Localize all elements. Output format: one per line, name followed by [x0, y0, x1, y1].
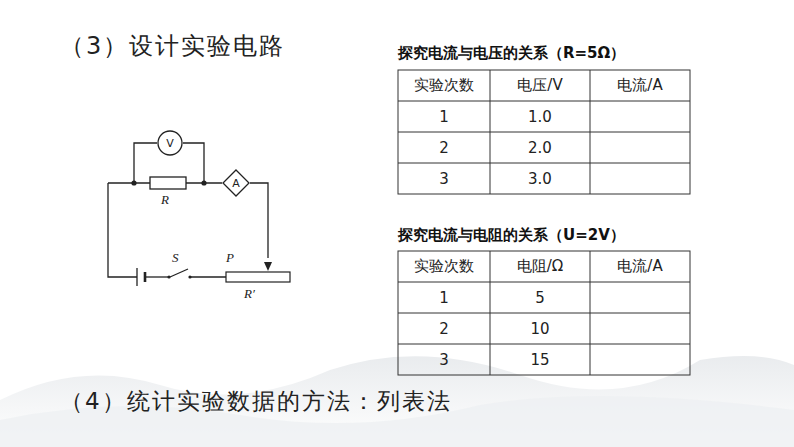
table-cell: 5: [490, 282, 590, 313]
rheostat-label: R′: [244, 286, 255, 302]
table-cell: 15: [490, 344, 590, 375]
table-cell: 2.0: [490, 132, 590, 163]
table-cell: 实验次数: [398, 70, 490, 101]
junction-dot: [131, 180, 136, 185]
table-cell: 1.0: [490, 101, 590, 132]
voltmeter-symbol: V: [157, 130, 183, 156]
table-cell: 3: [398, 163, 490, 194]
resistor-symbol: [150, 177, 186, 189]
table-cell: 2: [398, 132, 490, 163]
table-cell: 电阻/Ω: [490, 251, 590, 282]
resistor-label: R: [161, 192, 169, 208]
meter-letter: A: [222, 169, 250, 197]
slider-label: P: [226, 250, 234, 266]
battery-symbol: [137, 268, 145, 286]
ammeter-symbol: A: [222, 169, 250, 197]
slider-arrow: [264, 262, 272, 271]
junction-dot: [201, 180, 206, 185]
table-cell: 3: [398, 344, 490, 375]
table-title: 探究电流与电阻的关系（U=2V）: [398, 226, 625, 245]
table-cell: 1: [398, 101, 490, 132]
table-cell: 3.0: [490, 163, 590, 194]
table-cell: 1: [398, 282, 490, 313]
meter-letter: V: [157, 130, 183, 156]
table-title: 探究电流与电压的关系（R=5Ω）: [398, 44, 625, 63]
table-cell: 实验次数: [398, 251, 490, 282]
table-cell: 2: [398, 313, 490, 344]
slide-heading: （3）设计实验电路: [60, 30, 285, 62]
table-cell: 电压/V: [490, 70, 590, 101]
slide-caption: （4）统计实验数据的方法：列表法: [60, 386, 452, 417]
table-cell: 电流/A: [590, 251, 690, 282]
table-grid: [398, 70, 690, 375]
switch-label: S: [172, 250, 179, 266]
table-cell: 电流/A: [590, 70, 690, 101]
table-cell: 10: [490, 313, 590, 344]
